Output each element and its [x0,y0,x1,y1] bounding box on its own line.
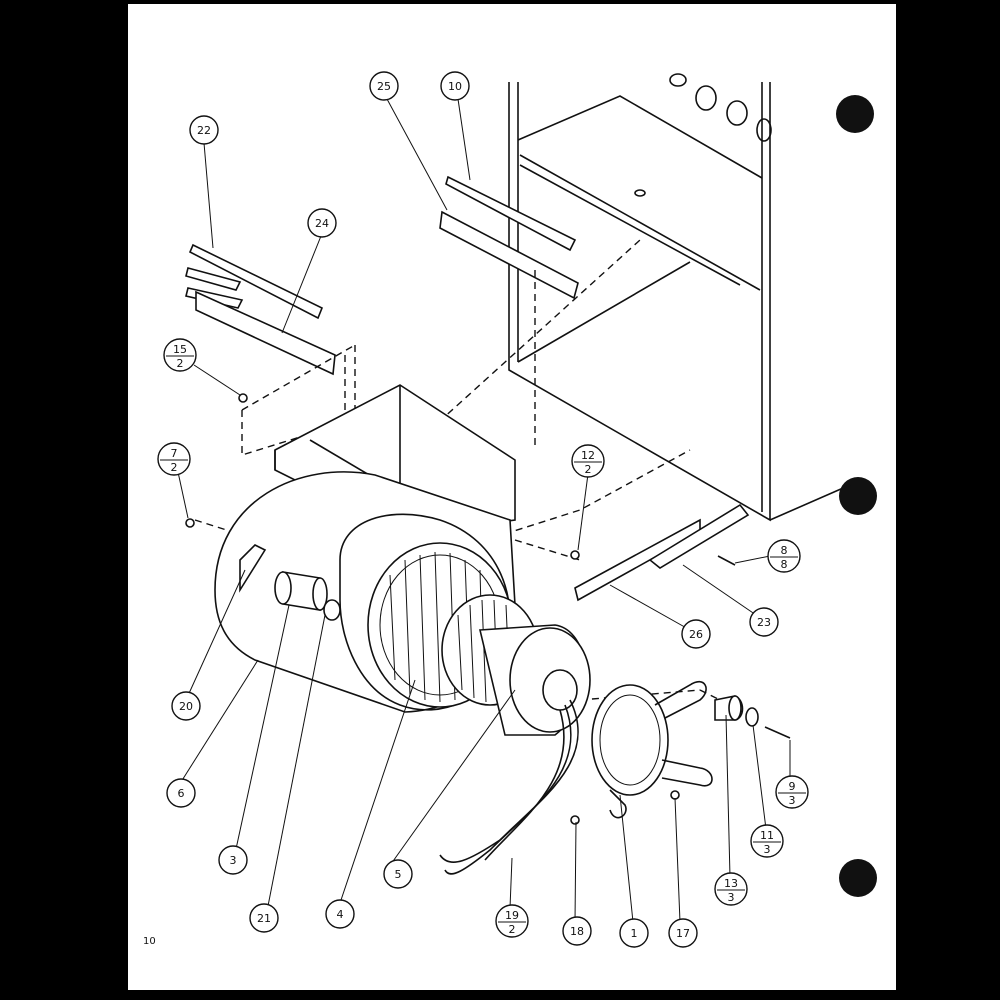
callout-25: 25 [369,71,399,101]
svg-text:2: 2 [585,463,592,476]
callout-7-2: 7 2 [157,442,191,476]
callout-23: 23 [749,607,779,637]
grommet-washer-screw [714,695,791,739]
svg-text:2: 2 [171,461,178,474]
control-bracket [574,503,750,602]
svg-text:13: 13 [724,877,738,890]
binder-hole-bottom [839,859,877,897]
cabinet-drawing [508,73,851,522]
svg-text:12: 12 [581,449,595,462]
callout-15-2: 15 2 [163,338,197,372]
callout-6: 6 [166,778,196,808]
svg-text:3: 3 [789,794,796,807]
svg-text:20: 20 [179,700,193,713]
svg-text:26: 26 [689,628,703,641]
svg-text:15: 15 [173,343,187,356]
callout-8-8: 8 8 [767,539,801,573]
leader-lines [177,98,791,923]
callout-5: 5 [383,859,413,889]
svg-text:24: 24 [315,217,329,230]
svg-text:23: 23 [757,616,771,629]
callout-18: 18 [562,916,592,946]
svg-text:3: 3 [728,891,735,904]
svg-text:21: 21 [257,912,271,925]
svg-text:8: 8 [781,544,788,557]
svg-text:8: 8 [781,558,788,571]
rail-parts-left [185,243,336,376]
svg-text:18: 18 [570,925,584,938]
svg-text:4: 4 [337,908,344,921]
binder-hole-middle [839,477,877,515]
callout-17: 17 [668,918,698,948]
svg-text:7: 7 [171,447,178,460]
svg-text:2: 2 [509,923,516,936]
svg-text:3: 3 [764,843,771,856]
callout-20: 20 [171,691,201,721]
svg-text:17: 17 [676,927,690,940]
callout-11-3: 11 3 [750,824,784,858]
binder-hole-top [836,95,874,133]
callout-9-3: 9 3 [775,775,809,809]
callout-13-3: 13 3 [714,872,748,906]
svg-text:3: 3 [230,854,237,867]
callout-1: 1 [619,918,649,948]
fasteners [185,393,736,825]
svg-text:25: 25 [377,80,391,93]
callout-22: 22 [189,115,219,145]
svg-text:5: 5 [395,868,402,881]
motor-mount [591,680,713,819]
svg-text:9: 9 [789,780,796,793]
svg-text:6: 6 [178,787,185,800]
callout-4: 4 [325,899,355,929]
callout-24: 24 [307,208,337,238]
svg-text:11: 11 [760,829,774,842]
callout-21: 21 [249,903,279,933]
svg-text:22: 22 [197,124,211,137]
rail-parts-center [439,175,579,300]
svg-text:1: 1 [631,927,638,940]
page-number: 10 [143,936,156,947]
callout-10: 10 [440,71,470,101]
callout-26: 26 [681,619,711,649]
svg-text:10: 10 [448,80,462,93]
svg-text:2: 2 [177,357,184,370]
callout-19-2: 19 2 [495,904,529,938]
callout-12-2: 12 2 [571,444,605,478]
svg-text:19: 19 [505,909,519,922]
blower-motor [439,624,591,875]
capacitor [274,571,341,621]
callout-3: 3 [218,845,248,875]
